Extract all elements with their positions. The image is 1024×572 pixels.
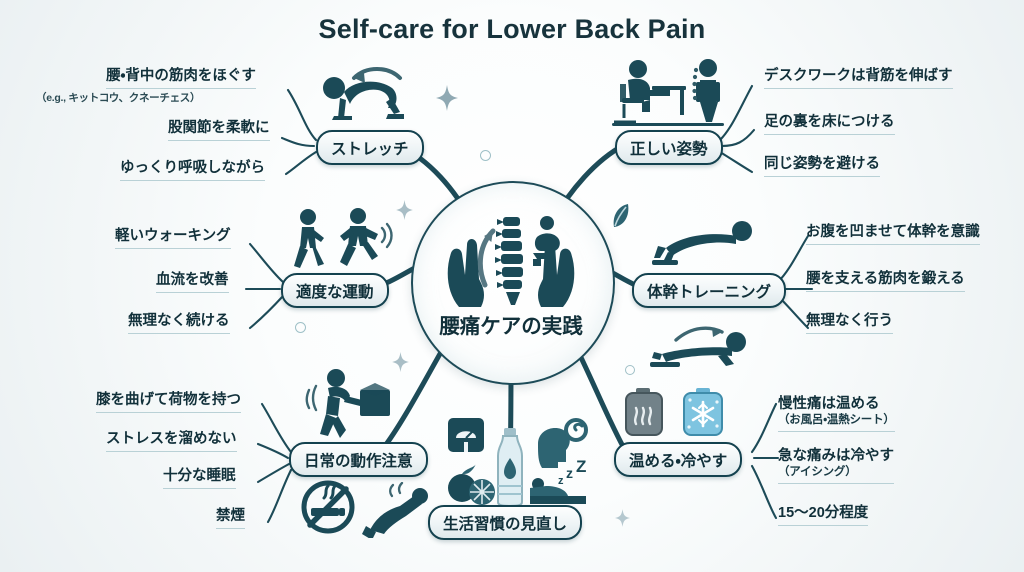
sleep-bed-icon: z z Z — [530, 457, 586, 504]
fruit-icon — [448, 464, 495, 505]
page-title: Self-care for Lower Back Pain — [318, 14, 706, 44]
prone-extension-icon — [650, 326, 746, 367]
sparkle-icon — [436, 85, 458, 111]
sub-heat-2: 急な痛みは冷やす （アイシング） — [778, 448, 894, 484]
node-posture[interactable]: 正しい姿勢 — [615, 130, 723, 165]
standing-spine-icon — [692, 67, 699, 101]
node-heat-cold[interactable]: 温める・冷やす — [614, 442, 743, 477]
node-stretch[interactable]: ストレッチ — [316, 130, 424, 165]
scale-fruit-water-sleep-icon: z z Z — [448, 418, 588, 508]
node-lifestyle[interactable]: 生活習慣の見直し — [428, 505, 583, 540]
heat-pack-icon — [625, 388, 663, 436]
water-bottle-icon — [497, 428, 523, 508]
decorative-dot — [480, 150, 491, 161]
sparkle-icon — [615, 509, 630, 527]
node-exercise[interactable]: 適度な運動 — [281, 273, 389, 308]
sub-exercise-1: 軽いウォーキング — [115, 228, 231, 250]
sub-heat-2-note: （アイシング） — [778, 466, 857, 479]
sub-core-2: 腰を支える筋肉を鍛える — [806, 271, 965, 293]
weight-scale-icon — [448, 418, 484, 452]
sub-core-3: 無理なく行う — [806, 313, 893, 335]
desk-posture-icon — [612, 59, 724, 126]
node-lifestyle-label: 生活習慣の見直し — [443, 515, 568, 533]
node-daily-motion-label: 日常の動作注意 — [304, 452, 413, 470]
sub-posture-1: デスクワークは背筋を伸ばす — [764, 68, 953, 90]
ice-pack-icon — [683, 388, 723, 436]
cat-cow-stretch-icon — [323, 67, 404, 120]
svg-text:z: z — [558, 475, 564, 487]
node-daily-motion[interactable]: 日常の動作注意 — [289, 442, 428, 477]
center-node[interactable]: 腰痛ケアの実践 — [411, 181, 615, 385]
sub-stretch-1-note: （e.g., キットコウ、クネーチェス） — [36, 92, 201, 104]
no-smoking-icon — [301, 480, 355, 534]
svg-text:z: z — [566, 465, 573, 481]
sub-core-1: お腹を凹ませて体幹を意識 — [806, 224, 980, 246]
sub-posture-3: 同じ姿勢を避ける — [764, 156, 880, 178]
knee-bend-icon — [362, 482, 428, 538]
sub-exercise-2: 血流を改善 — [156, 272, 229, 294]
sub-daily-1: 膝を曲げて荷物を持つ — [96, 392, 241, 414]
plank-exercise-icon — [652, 221, 752, 265]
node-posture-label: 正しい姿勢 — [630, 140, 708, 158]
sparkle-icon — [396, 200, 413, 220]
sub-daily-2: ストレスを溜めない — [106, 431, 237, 453]
sub-stretch-2: 股関節を柔軟に — [168, 120, 270, 142]
hands-holding-spine-icon — [447, 216, 575, 307]
sub-heat-1-note: （お風呂・温熱シート） — [778, 414, 895, 427]
node-core-training-label: 体幹トレーニング — [647, 283, 772, 301]
sub-stretch-3: ゆっくり呼吸しながら — [120, 160, 265, 182]
walking-running-icon — [294, 208, 393, 268]
node-stretch-label: ストレッチ — [331, 140, 409, 158]
lifting-box-icon — [305, 369, 390, 438]
sub-daily-3: 十分な睡眠 — [163, 468, 236, 490]
sub-exercise-3: 無理なく続ける — [128, 313, 230, 335]
svg-text:Z: Z — [576, 457, 586, 476]
heat-pack-ice-pack-icon — [625, 388, 723, 436]
sub-heat-3: 15〜20分程度 — [778, 505, 869, 527]
center-node-label: 腰痛ケアの実践 — [439, 315, 583, 338]
node-heat-cold-label: 温める・冷やす — [629, 452, 728, 470]
sub-posture-2: 足の裏を床につける — [764, 114, 895, 136]
sub-heat-1: 慢性痛は温める （お風呂・温熱シート） — [778, 396, 895, 432]
node-core-training[interactable]: 体幹トレーニング — [632, 273, 787, 308]
decorative-dot — [625, 365, 635, 375]
sub-daily-4: 禁煙 — [216, 508, 245, 530]
leaf-icon — [613, 204, 629, 227]
sub-stretch-1: 腰・背中の筋肉をほぐす — [106, 68, 256, 90]
node-exercise-label: 適度な運動 — [296, 283, 374, 301]
decorative-dot — [295, 322, 306, 333]
